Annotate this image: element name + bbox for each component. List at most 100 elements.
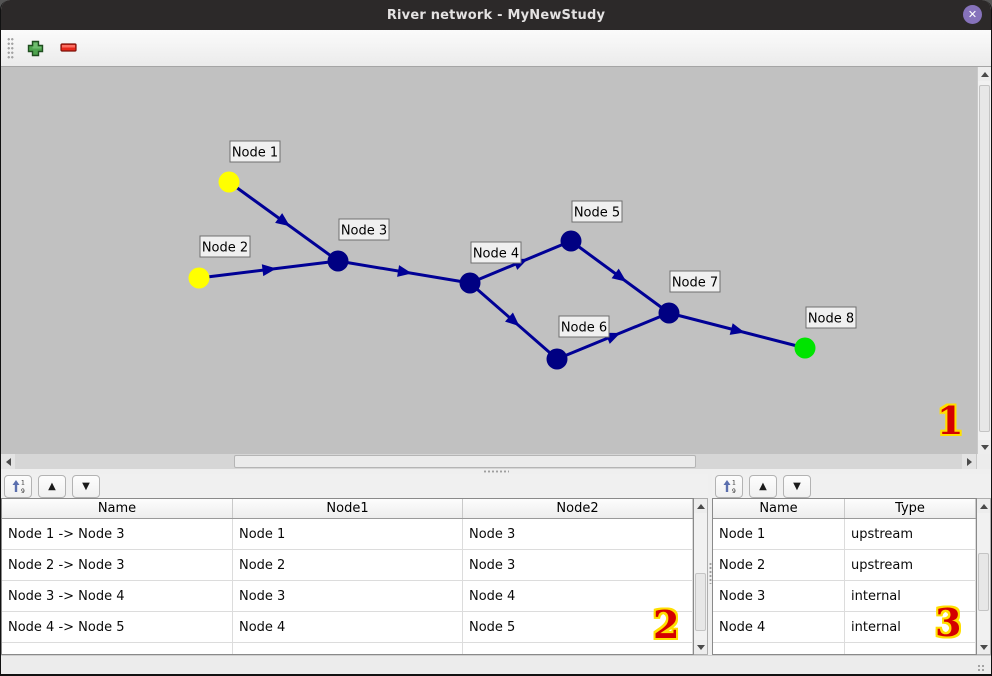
empty-row xyxy=(2,643,693,654)
move-down-button[interactable]: ▼ xyxy=(783,474,811,498)
node-label: Node 8 xyxy=(808,312,854,327)
move-up-button[interactable]: ▲ xyxy=(749,474,777,498)
table-cell xyxy=(233,643,463,654)
scroll-thumb[interactable] xyxy=(979,85,990,432)
node-node4[interactable] xyxy=(459,272,481,294)
table-vertical-scrollbar[interactable] xyxy=(694,498,708,655)
svg-text:1: 1 xyxy=(732,479,736,486)
status-bar xyxy=(1,655,991,674)
node-label-box xyxy=(669,270,721,293)
sort-icon: 1 9 xyxy=(723,479,736,494)
triangle-up-icon: ▲ xyxy=(48,480,56,492)
arrow-right-icon xyxy=(966,457,972,466)
scroll-down-button[interactable] xyxy=(978,440,991,454)
edge-arrow-icon xyxy=(275,213,290,227)
move-up-button[interactable]: ▲ xyxy=(38,474,66,498)
table-cell: Node 3 -> Node 4 xyxy=(2,581,233,611)
scroll-up-button[interactable] xyxy=(694,499,707,513)
table-cell: Node 2 -> Node 3 xyxy=(2,550,233,580)
splitter-handle-icon xyxy=(483,470,509,473)
scroll-track[interactable] xyxy=(694,513,707,640)
node-label-box xyxy=(338,218,390,241)
scroll-up-button[interactable] xyxy=(977,499,990,513)
arrow-down-icon xyxy=(979,644,988,650)
node-label: Node 1 xyxy=(232,146,278,161)
empty-row xyxy=(713,643,976,654)
edge-arrow-icon xyxy=(397,265,412,277)
table-cell: Node 2 xyxy=(233,550,463,580)
scroll-down-button[interactable] xyxy=(977,640,990,654)
table-cell: Node 3 xyxy=(463,550,693,580)
node-node8[interactable] xyxy=(794,337,816,359)
arrow-left-icon xyxy=(5,457,11,466)
sort-button[interactable]: 1 9 xyxy=(4,474,32,498)
horizontal-splitter[interactable] xyxy=(1,469,991,474)
column-header-node1[interactable]: Node1 xyxy=(233,499,463,518)
node-node7[interactable] xyxy=(658,302,680,324)
scroll-thumb[interactable] xyxy=(695,573,706,631)
node-node3[interactable] xyxy=(327,250,349,272)
arrow-up-icon xyxy=(696,503,705,509)
column-header-name[interactable]: Name xyxy=(2,499,233,518)
move-down-button[interactable]: ▼ xyxy=(72,474,100,498)
table-cell: upstream xyxy=(845,519,976,549)
arrow-up-icon xyxy=(979,503,988,509)
resize-grip[interactable] xyxy=(977,664,986,673)
node-label: Node 5 xyxy=(574,206,620,221)
vertical-splitter[interactable] xyxy=(708,474,712,655)
scroll-down-button[interactable] xyxy=(694,640,707,654)
table-cell: Node 1 -> Node 3 xyxy=(2,519,233,549)
edge-arrow-icon xyxy=(505,312,520,327)
column-header-node2[interactable]: Node2 xyxy=(463,499,693,518)
canvas-horizontal-scrollbar[interactable] xyxy=(1,454,991,469)
scroll-left-button[interactable] xyxy=(1,454,15,469)
column-header-name[interactable]: Name xyxy=(713,499,845,518)
node-label: Node 7 xyxy=(672,276,718,291)
table-cell: Node 4 -> Node 5 xyxy=(2,612,233,642)
scroll-track[interactable] xyxy=(978,81,991,440)
svg-text:9: 9 xyxy=(732,488,736,494)
scroll-thumb[interactable] xyxy=(234,455,696,468)
svg-text:1: 1 xyxy=(21,479,25,486)
add-node-button[interactable] xyxy=(22,35,48,61)
node-node5[interactable] xyxy=(560,230,582,252)
node-node6[interactable] xyxy=(546,348,568,370)
node-node1[interactable] xyxy=(218,171,240,193)
sort-button[interactable]: 1 9 xyxy=(715,474,743,498)
table-cell: Node 2 xyxy=(713,550,845,580)
edge-arrow-icon xyxy=(611,268,627,282)
scroll-right-button[interactable] xyxy=(962,454,976,469)
arrow-up-icon xyxy=(980,71,989,77)
scroll-track[interactable] xyxy=(15,454,962,469)
scrollbar-corner xyxy=(976,454,991,469)
triangle-up-icon: ▲ xyxy=(759,480,767,492)
table-cell: Node 4 xyxy=(713,612,845,642)
column-header-type[interactable]: Type xyxy=(845,499,976,518)
scroll-up-button[interactable] xyxy=(978,67,991,81)
close-button[interactable]: ✕ xyxy=(963,5,982,24)
canvas-vertical-scrollbar[interactable] xyxy=(977,67,991,454)
node-label: Node 2 xyxy=(202,241,248,256)
node-label-box xyxy=(571,200,623,223)
toolbar-drag-handle[interactable] xyxy=(7,37,14,59)
scroll-thumb[interactable] xyxy=(978,553,989,611)
sort-icon: 1 9 xyxy=(12,479,25,494)
remove-node-button[interactable] xyxy=(56,35,82,61)
arrow-down-icon xyxy=(980,444,989,450)
node-node2[interactable] xyxy=(188,267,210,289)
table-vertical-scrollbar[interactable] xyxy=(977,498,991,655)
scroll-track[interactable] xyxy=(977,513,990,640)
